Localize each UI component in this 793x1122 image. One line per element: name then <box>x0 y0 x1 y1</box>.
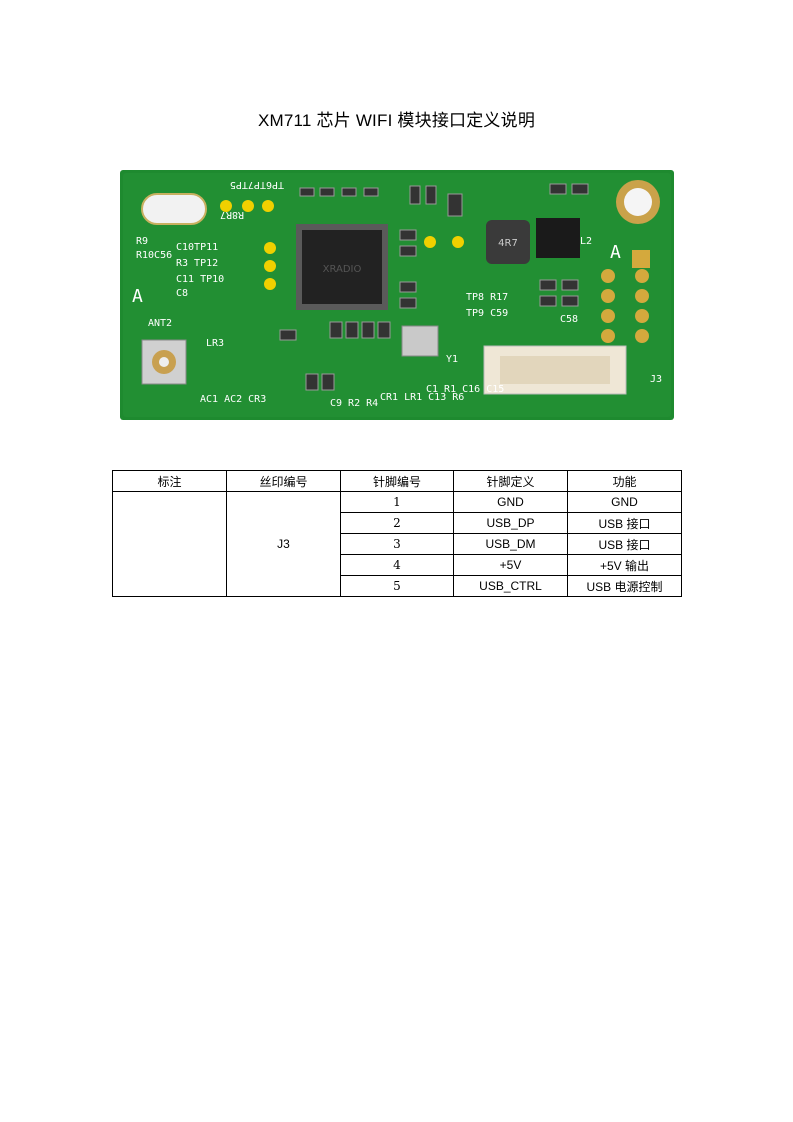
inductor <box>486 220 530 264</box>
table-row: 5 USB_CTRL USB 电源控制 <box>113 575 682 597</box>
svg-text:C58: C58 <box>560 314 578 325</box>
svg-text:CR1 LR1 C13 R6: CR1 LR1 C13 R6 <box>380 392 464 403</box>
pin-definition-cell: GND <box>453 491 568 513</box>
svg-text:4R7: 4R7 <box>498 238 518 249</box>
svg-text:R9: R9 <box>136 236 148 247</box>
label-cell <box>112 491 227 597</box>
header-pin-definition: 针脚定义 <box>453 470 568 492</box>
svg-text:C9 R2 R4: C9 R2 R4 <box>330 398 378 409</box>
table-row: J3 1 GND GND <box>112 491 682 597</box>
svg-text:LR3: LR3 <box>206 338 224 349</box>
svg-text:TP9 C59: TP9 C59 <box>466 308 508 319</box>
power-ic <box>536 218 580 258</box>
svg-text:J3: J3 <box>650 374 662 385</box>
pin-number-cell: 2 <box>340 512 454 534</box>
header-silkscreen: 丝印编号 <box>226 470 341 492</box>
function-cell: USB 接口 <box>567 512 682 534</box>
pin-number-cell: 5 <box>340 575 454 597</box>
svg-text:C10TP11: C10TP11 <box>176 242 218 253</box>
pin-definition-cell: USB_DM <box>453 533 568 555</box>
page-title: XM711 芯片 WIFI 模块接口定义说明 <box>257 111 536 130</box>
svg-text:A: A <box>132 286 143 307</box>
mounting-slot <box>141 193 207 225</box>
svg-text:R3 TP12: R3 TP12 <box>176 258 218 269</box>
svg-text:ANT2: ANT2 <box>148 318 172 329</box>
function-cell: USB 电源控制 <box>567 575 682 597</box>
silkscreen-cell: J3 <box>226 491 341 597</box>
svg-text:R8R7: R8R7 <box>220 209 244 220</box>
svg-text:TP6TP7TP5: TP6TP7TP5 <box>230 179 284 190</box>
function-cell: +5V 输出 <box>567 554 682 576</box>
svg-text:C8: C8 <box>176 288 188 299</box>
pin-definition-cell: USB_DP <box>453 512 568 534</box>
svg-text:Y1: Y1 <box>446 354 458 365</box>
pin-number-cell: 3 <box>340 533 454 555</box>
svg-text:A: A <box>610 242 621 263</box>
svg-text:R10C56: R10C56 <box>136 250 172 261</box>
svg-text:C1 R1 C16 C15: C1 R1 C16 C15 <box>426 384 504 395</box>
header-pin-number: 针脚编号 <box>340 470 454 492</box>
function-cell: GND <box>567 491 682 513</box>
svg-text:XRADIO: XRADIO <box>323 264 362 275</box>
antenna-connector <box>141 339 187 385</box>
svg-text:L2: L2 <box>580 236 592 247</box>
svg-text:C11 TP10: C11 TP10 <box>176 274 224 285</box>
header-label: 标注 <box>112 470 227 492</box>
pin-definition-table: 标注 丝印编号 针脚编号 针脚定义 功能 J3 1 GND GND 2 USB_… <box>112 470 682 597</box>
svg-text:AC1 AC2 CR3: AC1 AC2 CR3 <box>200 394 266 405</box>
function-cell: USB 接口 <box>567 533 682 555</box>
table-header-row: 标注 丝印编号 针脚编号 针脚定义 功能 <box>112 470 682 492</box>
pcb-board-photo: XRADIO 4R7 <box>120 170 674 420</box>
pin-definition-cell: USB_CTRL <box>453 575 568 597</box>
svg-text:TP8 R17: TP8 R17 <box>466 292 508 303</box>
pin-definition-cell: +5V <box>453 554 568 576</box>
pin-number-cell: 4 <box>340 554 454 576</box>
pin-number-cell: 1 <box>340 491 454 513</box>
table-row: 3 USB_DM USB 接口 <box>113 533 682 555</box>
table-row: 2 USB_DP USB 接口 <box>113 512 682 534</box>
header-function: 功能 <box>567 470 682 492</box>
crystal <box>401 325 439 357</box>
